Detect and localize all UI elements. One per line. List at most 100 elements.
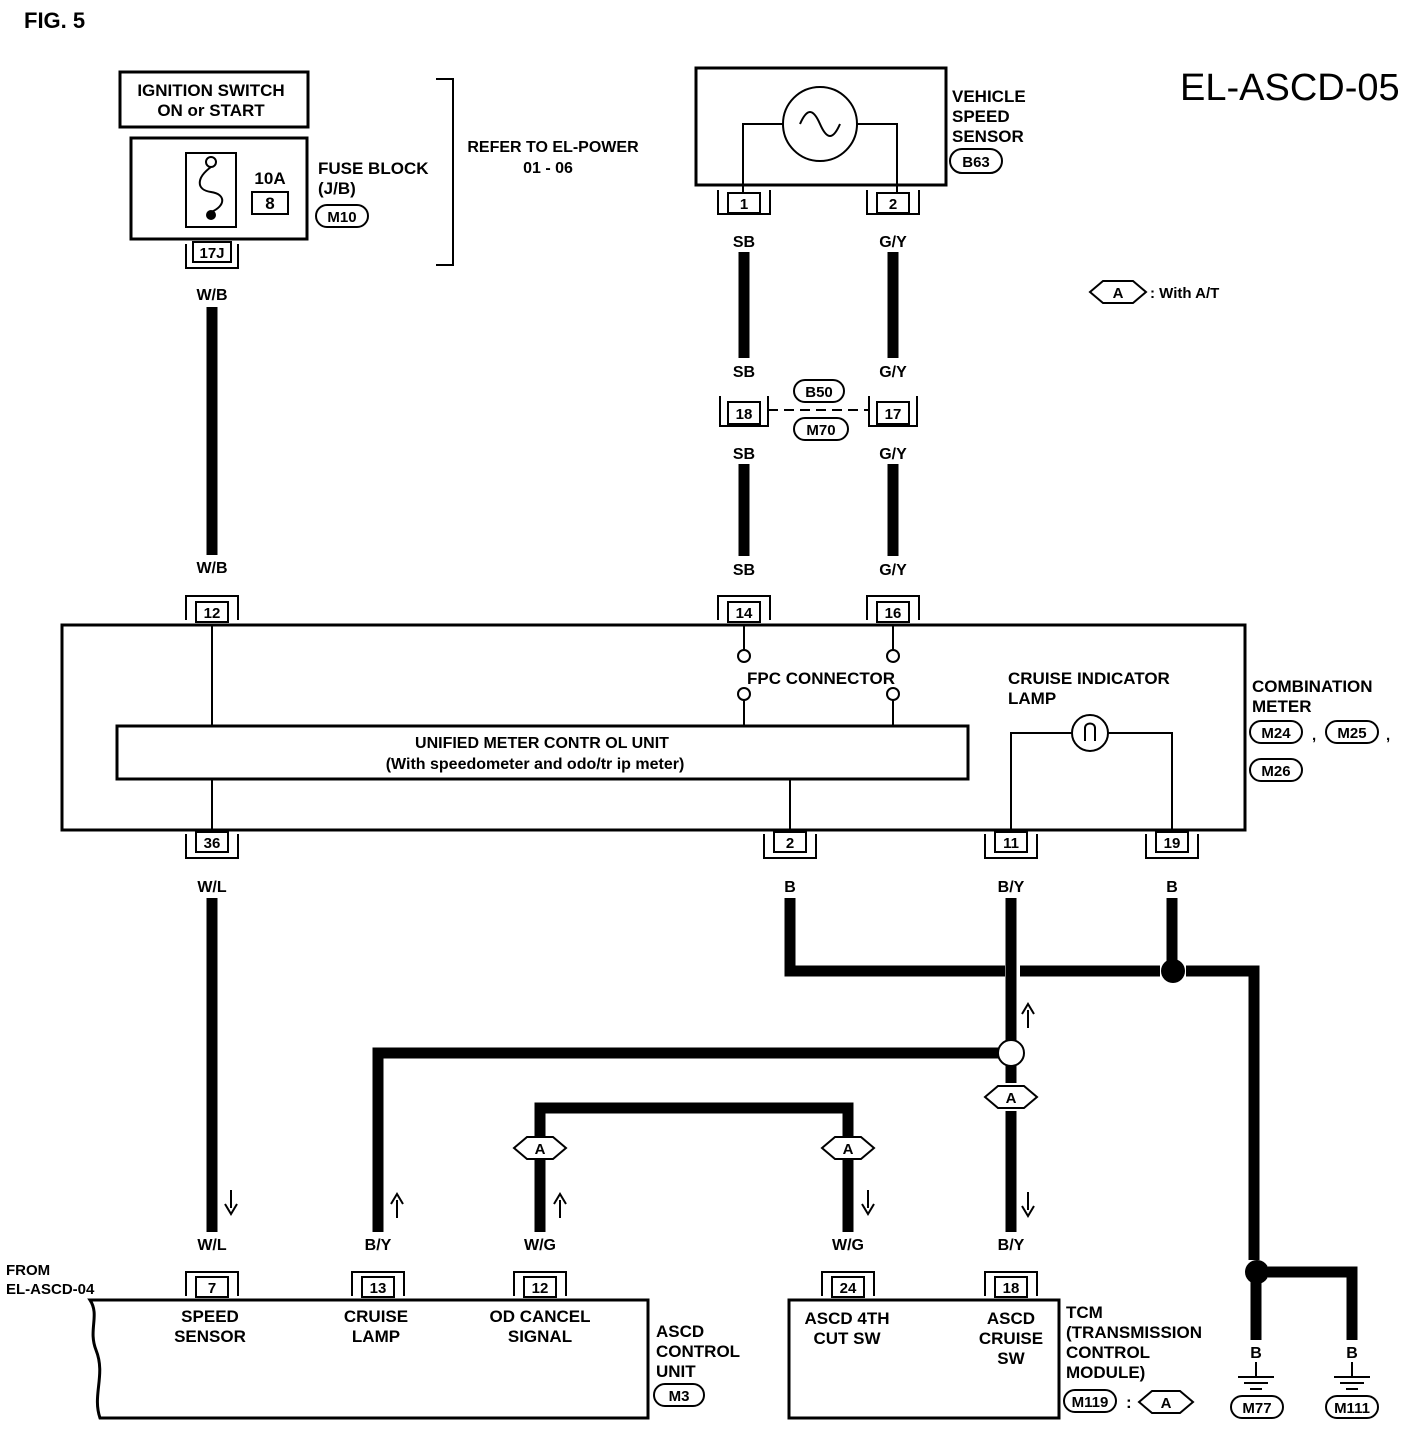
connector-pin-meter-2: 2 (763, 831, 817, 859)
cruise-lamp-label-1: CRUISE INDICATOR (1008, 669, 1170, 688)
figure-label: FIG. 5 (24, 8, 85, 33)
option-a-diamond-icon: A (983, 1085, 1039, 1109)
cruise-lamp-term-1: CRUISE (344, 1307, 408, 1326)
pin-label: 17J (199, 245, 224, 262)
ignition-switch-box (118, 70, 310, 129)
ground-connector-badge (1325, 1395, 1379, 1419)
ignition-label-1: IGNITION SWITCH (137, 81, 284, 100)
ascd-connector: M3 (669, 1388, 690, 1405)
fuse-rating: 10A (254, 169, 285, 188)
tcm-connector: M119 (1072, 1394, 1109, 1411)
meter-connector-1: M24 (1261, 725, 1291, 742)
connector-pin-joint-18: 18 (719, 396, 769, 427)
unified-meter-line-2: (With speedometer and odo/tr ip meter) (386, 756, 685, 773)
vss-internal-wires (742, 123, 898, 195)
fuse-connector-badge (315, 204, 369, 228)
from-label-2: EL-ASCD-04 (6, 1281, 95, 1298)
wire-color-sb-2: SB (733, 364, 755, 381)
joint-conn-bottom: M70 (806, 422, 835, 439)
ascd-control-unit-box (87, 1298, 650, 1420)
meter-connector-3: M26 (1261, 763, 1290, 780)
arrow-up-icon (390, 1192, 404, 1218)
meter-internal-wires (211, 625, 1173, 830)
refer-bracket (436, 78, 454, 266)
speed-sensor-label-1: SPEED (181, 1307, 239, 1326)
wire-color-wg-cut: W/G (832, 1237, 864, 1254)
tcm-box (787, 1298, 1061, 1420)
arrow-up-icon (1021, 1002, 1035, 1028)
option-a-diamond-icon: A (1137, 1390, 1195, 1414)
splice-open-icon (997, 1039, 1025, 1067)
wire-color-by-tcm: B/Y (998, 1237, 1025, 1254)
connector-pin-meter-11: 11 (984, 831, 1038, 859)
ascd-cruise-sw-label-1: ASCD (987, 1309, 1035, 1328)
wire-color-wg-od: W/G (524, 1237, 556, 1254)
fpc-terminal (886, 649, 900, 663)
fuse-number: 8 (265, 194, 274, 213)
ground-connector-badge (1230, 1395, 1284, 1419)
diamond-a-cut: A (843, 1141, 854, 1158)
connector-pin-tcm-24: 24 (821, 1271, 875, 1298)
unified-meter-unit-box (115, 724, 970, 781)
wire-color-b-g1: B (1250, 1345, 1262, 1362)
connector-pin-tcm-18: 18 (984, 1271, 1038, 1298)
wire-color-by-pin11: B/Y (998, 879, 1025, 896)
pin-label: 18 (736, 406, 753, 423)
pin-label: 36 (204, 835, 221, 852)
fpc-terminal (886, 687, 900, 701)
ground-connector-1: M77 (1242, 1400, 1271, 1417)
splice-dot-icon (1245, 1260, 1269, 1284)
wire-color-wb-top: W/B (196, 287, 227, 304)
cruise-lamp-label-2: LAMP (1008, 689, 1056, 708)
vss-connector-badge (949, 148, 1003, 174)
wires (206, 252, 1358, 1340)
option-a-diamond-icon: A (820, 1136, 876, 1160)
vss-name-2: SPEED (952, 107, 1010, 126)
pin-label: 2 (889, 196, 897, 213)
wire-color-sb-1: SB (733, 234, 755, 251)
ground-icon (1334, 1362, 1370, 1390)
pin-label: 19 (1164, 835, 1181, 852)
connector-pin-meter-16: 16 (866, 595, 920, 623)
od-cancel-label-2: SIGNAL (508, 1327, 572, 1346)
fuse-icon (185, 152, 237, 228)
tcm-name-3: CONTROL (1066, 1343, 1150, 1362)
meter-connector-2: M25 (1337, 725, 1366, 742)
pin-label: 24 (840, 1280, 857, 1297)
wire-color-wb-bottom: W/B (196, 560, 227, 577)
fuse-block-name-1: FUSE BLOCK (318, 159, 429, 178)
lamp-bulb-icon (1071, 714, 1109, 752)
arrow-down-icon (1021, 1192, 1035, 1218)
pin-label: 12 (204, 605, 221, 622)
pin-label: 13 (370, 1280, 387, 1297)
page-id: EL-ASCD-05 (1180, 67, 1400, 109)
wire-color-wl-top: W/L (197, 879, 227, 896)
pin-label: 14 (736, 605, 753, 622)
meter-sep-1: , (1312, 727, 1316, 744)
tcm-name-1: TCM (1066, 1303, 1103, 1322)
option-a-diamond-icon: A (1088, 280, 1148, 304)
fuse-number-box (251, 191, 289, 215)
connector-pin-ascd-13: 13 (351, 1271, 405, 1298)
joint-conn-badge-top (793, 379, 845, 403)
wire-color-b-g2: B (1346, 1345, 1358, 1362)
fuse-block-box (129, 136, 309, 241)
meter-connector-badge (1325, 720, 1379, 744)
diamond-a-od: A (535, 1141, 546, 1158)
connector-pin-meter-19: 19 (1145, 831, 1199, 859)
ascd-cruise-sw-label-3: SW (997, 1349, 1025, 1368)
vss-name-1: VEHICLE (952, 87, 1026, 106)
cruise-lamp-term-2: LAMP (352, 1327, 400, 1346)
ground-connector-2: M111 (1334, 1400, 1370, 1417)
fpc-connector-label: FPC CONNECTOR (747, 669, 895, 688)
from-label-1: FROM (6, 1262, 50, 1279)
ascd-cruise-sw-label-2: CRUISE (979, 1329, 1043, 1348)
connector-pin-17j: 17J (185, 241, 239, 269)
arrow-down-icon (861, 1190, 875, 1216)
arrow-down-icon (224, 1190, 238, 1216)
meter-sep-2: , (1386, 727, 1390, 744)
speed-sensor-label-2: SENSOR (174, 1327, 246, 1346)
pin-label: 11 (1003, 835, 1019, 852)
vss-name-3: SENSOR (952, 127, 1024, 146)
